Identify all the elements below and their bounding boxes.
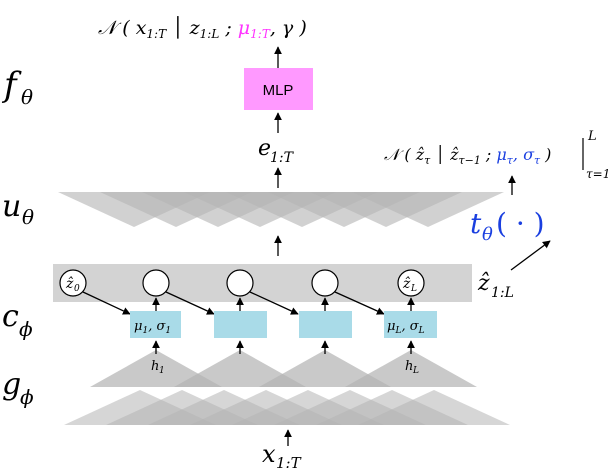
e-label: e 1:T — [258, 136, 295, 166]
h1-label: h 1 — [151, 359, 165, 376]
z-label: ẑ 1:L — [477, 271, 514, 301]
z3-to-box4-arrow — [334, 291, 385, 315]
f-theta-label: f θ — [1, 65, 33, 109]
g-phi-lower-triangles — [64, 390, 510, 425]
svg-text:L: L — [410, 284, 417, 294]
svg-text:θ: θ — [482, 224, 493, 245]
z2-to-box3-arrow — [249, 291, 299, 315]
svg-text:u: u — [2, 189, 21, 224]
c-phi-label: c ϕ — [2, 299, 33, 341]
svg-text:θ: θ — [21, 85, 33, 109]
u-theta-triangles — [58, 192, 504, 227]
svg-text:ẑ: ẑ — [477, 271, 490, 296]
g-phi-upper-triangles — [90, 350, 477, 387]
node-zL — [397, 269, 425, 297]
node-z2 — [226, 269, 254, 297]
mlp-label: MLP — [263, 82, 294, 99]
u-theta-label: u θ — [2, 189, 34, 229]
svg-text:ϕ: ϕ — [19, 317, 33, 341]
svg-text:L: L — [412, 366, 419, 376]
svg-text:t: t — [470, 207, 482, 240]
svg-text:h: h — [151, 359, 159, 374]
svg-text:x: x — [262, 440, 276, 468]
svg-text:ϕ: ϕ — [20, 385, 34, 409]
mlp-box — [244, 68, 313, 110]
c-box-4 — [384, 311, 437, 338]
g-phi-label: g ϕ — [2, 367, 34, 409]
node-z3 — [311, 269, 339, 297]
svg-text:0: 0 — [74, 284, 80, 294]
node-z1 — [142, 269, 170, 297]
svg-text:f: f — [1, 65, 22, 105]
svg-text:1: 1 — [159, 366, 165, 376]
z1-to-box2-arrow — [165, 291, 215, 315]
top-formula: 𝒩 ( x1:T │ z1:L ; μ1:T, γ ) — [98, 16, 307, 41]
c-box-1 — [130, 311, 181, 338]
node-z0-label: ẑ 0 — [65, 275, 80, 294]
right-formula-sup: L — [587, 129, 597, 144]
svg-text:1:L: 1:L — [491, 285, 514, 301]
z0-to-box1-arrow — [82, 291, 131, 315]
x-label: x 1:T — [262, 440, 302, 470]
c-box-4-label: μL, σL — [387, 319, 425, 336]
svg-text:h: h — [405, 359, 413, 374]
node-z0 — [59, 269, 87, 297]
right-formula-sub: τ=1 — [586, 167, 610, 181]
svg-text:e: e — [258, 136, 271, 161]
svg-text:g: g — [2, 367, 21, 402]
c-box-3 — [299, 311, 352, 338]
svg-text:1:T: 1:T — [276, 454, 302, 470]
hL-label: h L — [405, 359, 419, 376]
svg-text:c: c — [2, 299, 19, 334]
svg-text:ẑ: ẑ — [65, 275, 74, 292]
svg-text:1:T: 1:T — [270, 150, 295, 166]
svg-text:ẑ: ẑ — [402, 275, 411, 292]
c-box-1-label: μ1, σ1 — [134, 319, 171, 336]
t-theta-label: t θ ( · ) — [470, 207, 545, 245]
node-zL-label: ẑ L — [402, 275, 417, 294]
svg-text:( · ): ( · ) — [496, 207, 545, 240]
c-box-2 — [214, 311, 267, 338]
right-formula: 𝒩 ( ẑτ │ ẑτ−1 ; μτ, στ ) — [384, 144, 551, 167]
svg-text:θ: θ — [22, 205, 34, 229]
z-to-t-arrow — [510, 240, 551, 271]
